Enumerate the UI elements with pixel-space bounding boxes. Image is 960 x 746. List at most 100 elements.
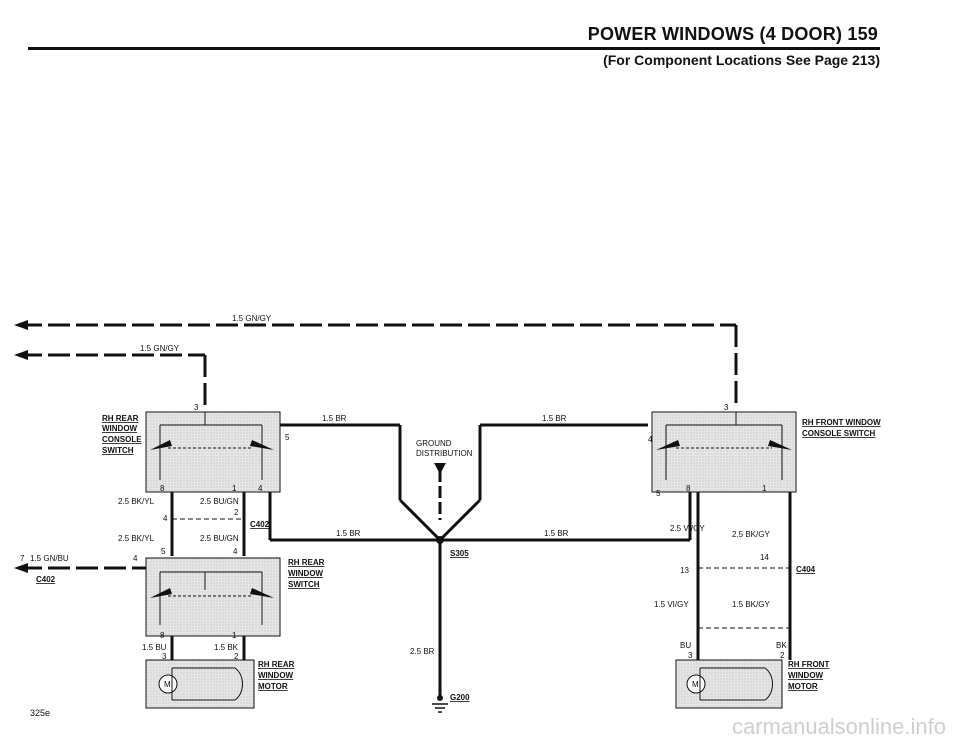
rr-switch-rocker-left: [150, 588, 172, 598]
wire-rr-bugn-upper: 2.5 BU/GN: [200, 497, 239, 506]
wire-gn-gy-second: [20, 353, 207, 405]
wire-rf-bu: BU: [680, 641, 691, 650]
wire-gn-gy-top: [20, 323, 738, 405]
splice-s305-dot: [436, 536, 444, 544]
rf-motor-label-3: MOTOR: [788, 682, 818, 691]
wire-rf-bkgy-lower: 1.5 BK/GY: [732, 600, 770, 609]
wire-rr-bugn-lower: 2.5 BU/GN: [200, 534, 239, 543]
pin-rr-motor-3: 3: [162, 652, 167, 661]
ground-dist-label-2: DISTRIBUTION: [416, 449, 473, 458]
rr-console-rocker-right: [250, 440, 274, 450]
rf-console-label-1: RH FRONT WINDOW: [802, 418, 881, 427]
pin-rr-switch-8: 8: [160, 631, 165, 640]
rr-console-label-4: SWITCH: [102, 446, 134, 455]
rr-motor-coil: [171, 667, 243, 701]
wire-arrow-second: [14, 350, 28, 360]
wire-arrow-top: [14, 320, 28, 330]
ground-arrow-down: [434, 463, 446, 474]
rr-console-label-3: CONSOLE: [102, 435, 142, 444]
rf-motor-m: M: [692, 680, 699, 689]
pin-rf-console-3: 3: [724, 403, 729, 412]
wire-rr-bkyl-upper: 2.5 BK/YL: [118, 497, 155, 506]
rr-console-label-2: WINDOW: [102, 424, 138, 433]
wire-ground-lead: 2.5 BR: [410, 647, 435, 656]
pin-rf-console-8: 8: [686, 484, 691, 493]
wire-arrow-input: [14, 563, 28, 573]
wire-label-second: 1.5 GN/GY: [140, 344, 180, 353]
pin-rr-switch-in-4: 4: [133, 554, 138, 563]
wire-left-br-upper: 1.5 BR: [322, 414, 347, 423]
rr-motor-m: M: [164, 680, 171, 689]
ground-g200-symbol: [432, 703, 448, 713]
pin-rr-switch-1: 1: [232, 631, 237, 640]
page-code: 325e: [30, 708, 51, 718]
pin-rr-c402-4: 4: [163, 514, 168, 523]
pin-rr-switch-4: 4: [233, 547, 238, 556]
connector-c402-a: C402: [250, 520, 270, 529]
rr-motor-label-3: MOTOR: [258, 682, 288, 691]
pin-rr-console-1: 1: [232, 484, 237, 493]
rr-switch-label-2: WINDOW: [288, 569, 324, 578]
wire-label-top: 1.5 GN/GY: [232, 314, 272, 323]
pin-rf-motor-2: 2: [780, 651, 785, 660]
splice-s305: S305: [450, 549, 469, 558]
wire-rf-vigy-upper-1: 2.5 VI/GY: [670, 524, 705, 533]
rr-console-switch-contacts: [159, 412, 263, 480]
wire-rr-bkyl-lower: 2.5 BK/YL: [118, 534, 155, 543]
rf-console-label-2: CONSOLE SWITCH: [802, 429, 876, 438]
rr-console-label-1: RH REAR: [102, 414, 139, 423]
wire-right-br-lower: 1.5 BR: [544, 529, 569, 538]
rr-wires-vertical: [170, 492, 246, 556]
pin-rr-c402-2: 2: [234, 508, 239, 517]
pin-rr-switch-5: 5: [161, 547, 166, 556]
rr-switch-rocker-right: [250, 588, 274, 598]
connector-c402-b: C402: [36, 575, 56, 584]
input-ref: 7: [20, 554, 25, 563]
wire-rf-vigy-lower: 1.5 VI/GY: [654, 600, 689, 609]
ground-dist-label-1: GROUND: [416, 439, 452, 448]
rr-motor-label-2: WINDOW: [258, 671, 294, 680]
wire-rr-motor-bk: 1.5 BK: [214, 643, 239, 652]
wire-left-br-lower: 1.5 BR: [336, 529, 361, 538]
page-title: POWER WINDOWS (4 DOOR) 159: [587, 24, 878, 44]
rr-switch-contacts: [159, 571, 263, 625]
rf-motor-label-1: RH FRONT: [788, 660, 829, 669]
rr-motor-wires: [170, 636, 246, 660]
connector-c404: C404: [796, 565, 816, 574]
wire-right-br-upper: 1.5 BR: [542, 414, 567, 423]
watermark: carmanualsonline.info: [731, 714, 946, 739]
wire-input-gnbu: 1.5 GN/BU: [30, 554, 69, 563]
pin-rr-console-4: 4: [258, 484, 263, 493]
pin-rr-console-3: 3: [194, 403, 199, 412]
rr-switch-label-3: SWITCH: [288, 580, 320, 589]
wire-rf-bk: BK: [776, 641, 787, 650]
ground-br-wires: [268, 423, 692, 700]
pin-rf-c404-14: 14: [760, 553, 769, 562]
pin-rf-console-4: 4: [648, 435, 653, 444]
rf-console-rocker-left: [656, 440, 680, 450]
pin-rf-motor-3: 3: [688, 651, 693, 660]
rh-rear-window-switch: [145, 557, 281, 637]
ground-g200-dot: [437, 695, 443, 701]
pin-rf-console-1: 1: [762, 484, 767, 493]
rf-console-rocker-right: [768, 440, 792, 450]
rr-switch-label-1: RH REAR: [288, 558, 325, 567]
rh-front-console-switch: [651, 411, 797, 493]
header-rule: [28, 47, 880, 50]
rf-console-switch-contacts: [665, 412, 783, 480]
wire-rf-bkgy-upper: 2.5 BK/GY: [732, 530, 770, 539]
rf-motor-label-2: WINDOW: [788, 671, 824, 680]
pin-rr-console-8: 8: [160, 484, 165, 493]
pin-rr-motor-2: 2: [234, 652, 239, 661]
wire-rr-motor-bu: 1.5 BU: [142, 643, 167, 652]
page-subtitle: (For Component Locations See Page 213): [603, 52, 880, 68]
ground-g200: G200: [450, 693, 470, 702]
pin-rr-console-5: 5: [285, 433, 290, 442]
rf-motor-coil: [699, 667, 773, 701]
rh-rear-console-switch: [145, 411, 281, 493]
rr-console-rocker-left: [150, 440, 172, 450]
rf-wires-vertical: [696, 492, 792, 660]
rr-motor-label-1: RH REAR: [258, 660, 295, 669]
pin-rf-console-5: 5: [656, 489, 661, 498]
